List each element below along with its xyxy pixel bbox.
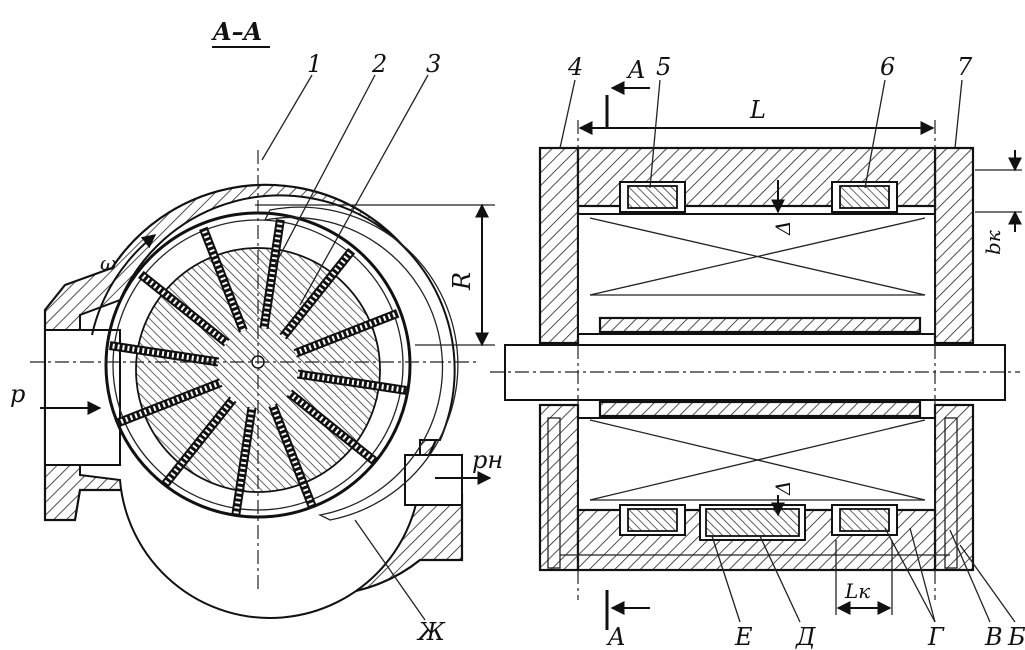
section-mark-top: A xyxy=(626,56,645,84)
callout-d: Д xyxy=(795,623,816,650)
longitudinal-section-view xyxy=(490,79,1022,630)
vane-hatch xyxy=(294,310,399,356)
vane-hatch xyxy=(139,272,229,345)
vane-hatch xyxy=(200,227,246,332)
right-end-cap xyxy=(933,146,975,345)
callout-2: 2 xyxy=(371,50,387,78)
callout-e: E xyxy=(734,623,753,650)
vane-hatch xyxy=(233,407,255,517)
chamber-width-label: bк xyxy=(981,230,1005,255)
vane-hatch xyxy=(287,391,377,464)
shaft xyxy=(504,344,1006,401)
section-view-a-a xyxy=(30,46,495,621)
callout-3: 3 xyxy=(426,50,441,78)
vane-hatch xyxy=(270,404,316,509)
inlet-channel xyxy=(44,329,121,466)
vane-hatch xyxy=(261,219,283,329)
callout-5: 5 xyxy=(656,53,671,81)
vane-hatch xyxy=(162,397,235,487)
callout-g: Г xyxy=(927,623,945,650)
callout-v: В xyxy=(984,623,1003,650)
radius-label: R xyxy=(448,272,476,291)
callout-7: 7 xyxy=(957,53,973,81)
callout-b: Б xyxy=(1007,623,1025,650)
outlet-channel xyxy=(404,454,463,506)
callout-zh: Ж xyxy=(416,618,446,646)
inlet-pressure-label: p xyxy=(10,380,25,408)
gap-label-bottom: Δ xyxy=(771,481,795,496)
crescent-channel xyxy=(263,206,459,521)
vane-hatch xyxy=(117,380,222,426)
omega-label: ω xyxy=(100,251,116,275)
section-title: A–A xyxy=(211,17,262,46)
rotor-vanes xyxy=(109,219,407,517)
callout-6: 6 xyxy=(880,53,895,81)
section-mark-bottom: A xyxy=(606,623,625,650)
vane-hatch xyxy=(109,343,219,365)
left-end-cap xyxy=(538,146,580,345)
chamber-length-label: Lк xyxy=(844,579,870,603)
vane-hatch xyxy=(281,249,354,339)
outlet-pressure-label: pн xyxy=(472,446,503,474)
gap-label-top: Δ xyxy=(771,221,795,236)
callout-4: 4 xyxy=(567,53,583,81)
callout-1: 1 xyxy=(307,50,322,78)
vane-hatch xyxy=(297,371,407,393)
length-label: L xyxy=(749,96,766,124)
